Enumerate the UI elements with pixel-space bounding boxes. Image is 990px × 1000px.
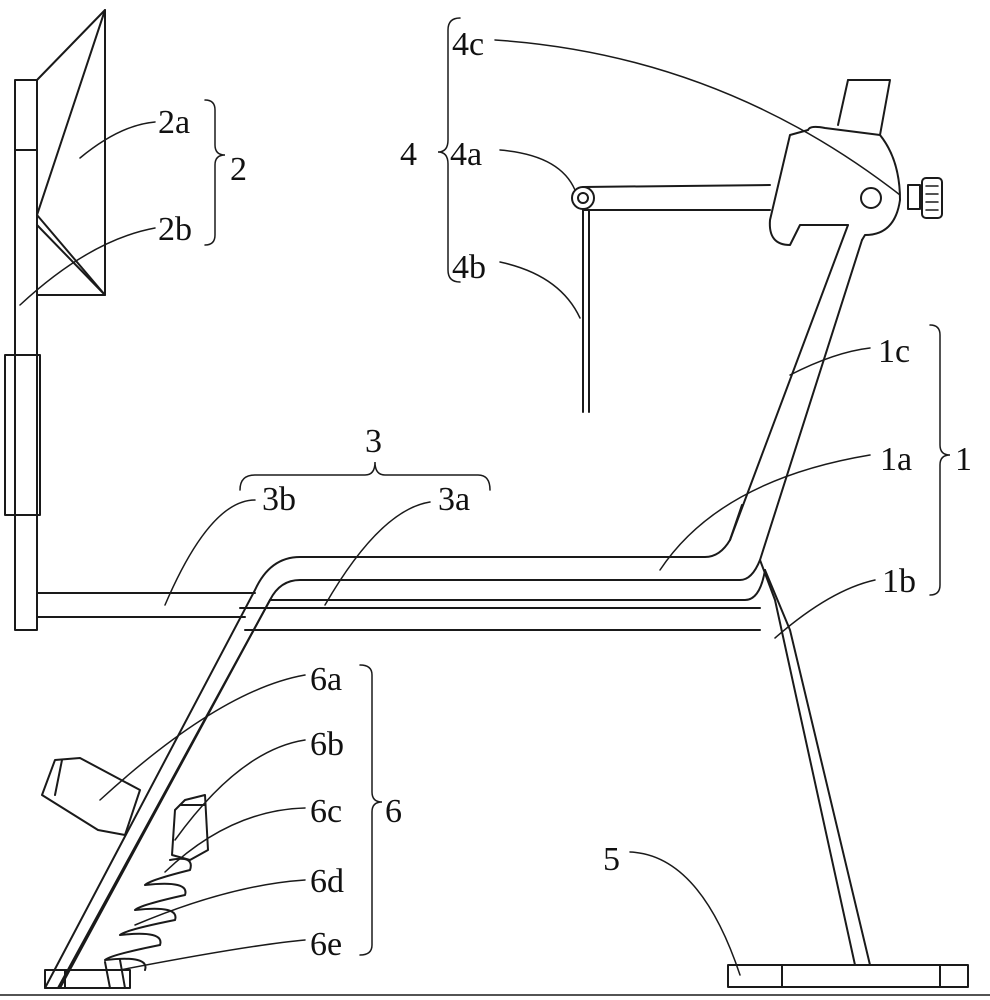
label-6e: 6e: [310, 926, 342, 963]
label-1a: 1a: [880, 441, 912, 478]
label-1: 1: [955, 441, 972, 478]
label-6b: 6b: [310, 726, 344, 763]
label-6c: 6c: [310, 793, 342, 830]
label-1b: 1b: [882, 563, 916, 600]
leader-lines: [19, 39, 901, 976]
label-6a: 6a: [310, 661, 342, 698]
label-5: 5: [603, 841, 620, 878]
arm-4: [571, 184, 771, 413]
base-5: [44, 964, 969, 989]
label-3b: 3b: [262, 481, 296, 518]
label-4b: 4b: [452, 249, 486, 286]
mechanism-6: [41, 757, 209, 989]
label-6: 6: [385, 793, 402, 830]
label-3a: 3a: [438, 481, 470, 518]
label-2: 2: [230, 151, 247, 188]
label-4: 4: [400, 136, 417, 173]
column-head: [768, 79, 943, 246]
label-4c: 4c: [452, 26, 484, 63]
label-2a: 2a: [158, 104, 190, 141]
rail-3: [36, 592, 761, 631]
label-3: 3: [365, 423, 382, 460]
label-2b: 2b: [158, 211, 192, 248]
frame-1: [44, 224, 871, 989]
braces: [204, 17, 951, 956]
backboard: [4, 79, 41, 631]
label-4a: 4a: [450, 136, 482, 173]
labels: 2a 2 2b 4c 4 4a 4b 1c 1a 1 1b 3 3b 3a 6a…: [158, 26, 972, 963]
panel-2a: [36, 9, 106, 296]
label-1c: 1c: [878, 333, 910, 370]
label-6d: 6d: [310, 863, 344, 900]
panel-2b: [36, 224, 106, 296]
